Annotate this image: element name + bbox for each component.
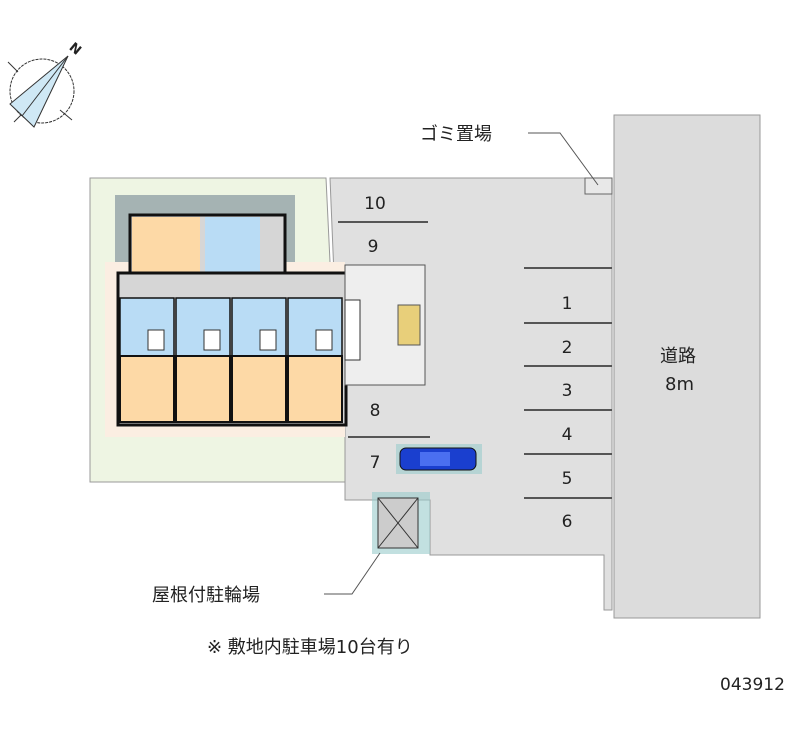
parking-number: 8: [370, 401, 381, 421]
parking-number: 9: [368, 237, 379, 257]
parking-number: 4: [562, 425, 573, 445]
apartment-unit: [175, 297, 231, 423]
apartment-unit: [119, 297, 175, 423]
road: [613, 114, 761, 619]
apartment-unit: [231, 297, 287, 423]
parking-number: 7: [370, 453, 381, 473]
north-label: N: [66, 40, 84, 58]
bicycle-parking: [372, 492, 430, 554]
road-width-label: 8m: [665, 374, 694, 395]
parking-note: ※ 敷地内駐車場10台有り: [207, 637, 413, 658]
compass-icon: N: [7, 40, 84, 128]
road-label: 道路: [660, 346, 696, 367]
garbage-label: ゴミ置場: [420, 124, 492, 145]
car-icon: [396, 444, 482, 474]
parking-number: 6: [562, 512, 573, 532]
parking-number: 5: [562, 469, 573, 489]
property-code: 043912: [720, 675, 785, 695]
building: [105, 195, 426, 437]
parking-number: 3: [562, 381, 573, 401]
garbage-area: [584, 177, 613, 195]
parking-number: 2: [562, 338, 573, 358]
parking-number: 1: [562, 294, 573, 314]
bicycle-label: 屋根付駐輪場: [152, 585, 260, 606]
apartment-unit: [287, 297, 343, 423]
parking-number: 10: [364, 194, 386, 214]
